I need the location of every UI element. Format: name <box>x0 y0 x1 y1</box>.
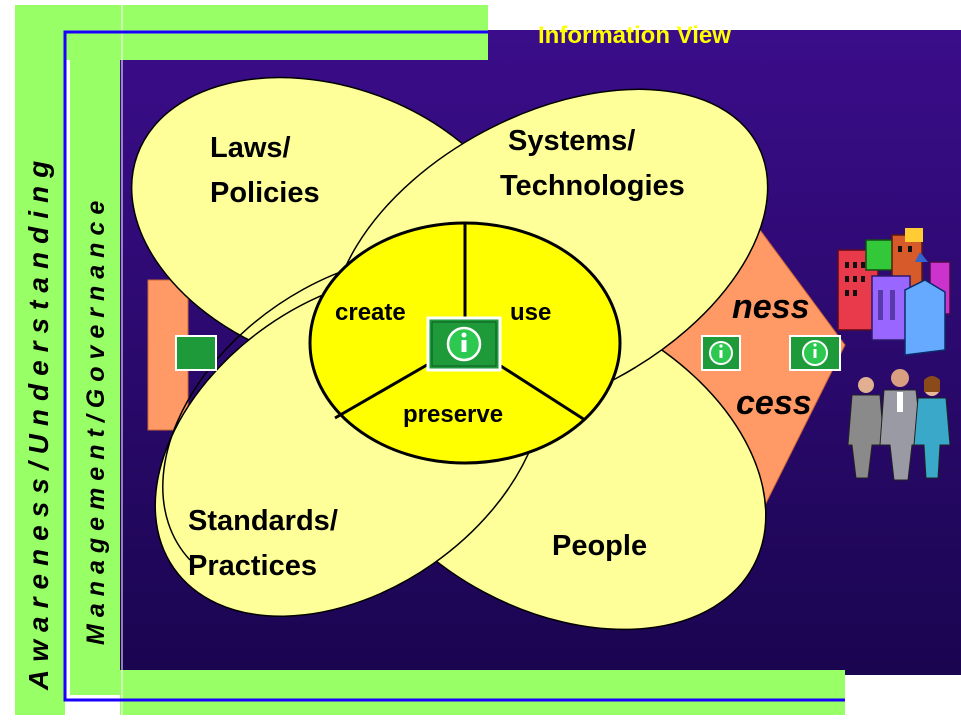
left-outer-green-bar <box>15 5 65 715</box>
petal-label-laws: Laws/ Policies <box>210 132 320 209</box>
lifecycle-create: create <box>335 299 406 326</box>
awareness-understanding-label: Awareness/Understanding <box>23 153 54 691</box>
petal-label-people: People <box>552 530 647 562</box>
bottom-green-bar <box>120 670 845 715</box>
management-governance-label: Management/Governance <box>82 194 110 645</box>
petal-label-standards: Standards/ Practices <box>188 505 346 582</box>
info-icon <box>426 316 502 372</box>
petal-label-systems: Systems/ Technologies <box>500 125 685 202</box>
info-icon-arrow-1 <box>701 335 741 371</box>
diagram-title: Information View <box>538 22 731 49</box>
info-icon-left <box>175 335 217 371</box>
buildings-clipart <box>837 228 951 356</box>
arrow-text-top: ness <box>732 288 810 326</box>
lifecycle-preserve: preserve <box>403 401 503 428</box>
business-people-clipart <box>847 369 951 481</box>
left-inner-green-bar <box>70 40 120 695</box>
info-icon-arrow-2 <box>789 335 841 371</box>
lifecycle-use: use <box>510 299 551 326</box>
arrow-text-bottom: cess <box>736 384 812 422</box>
blue-border-line <box>63 30 845 702</box>
